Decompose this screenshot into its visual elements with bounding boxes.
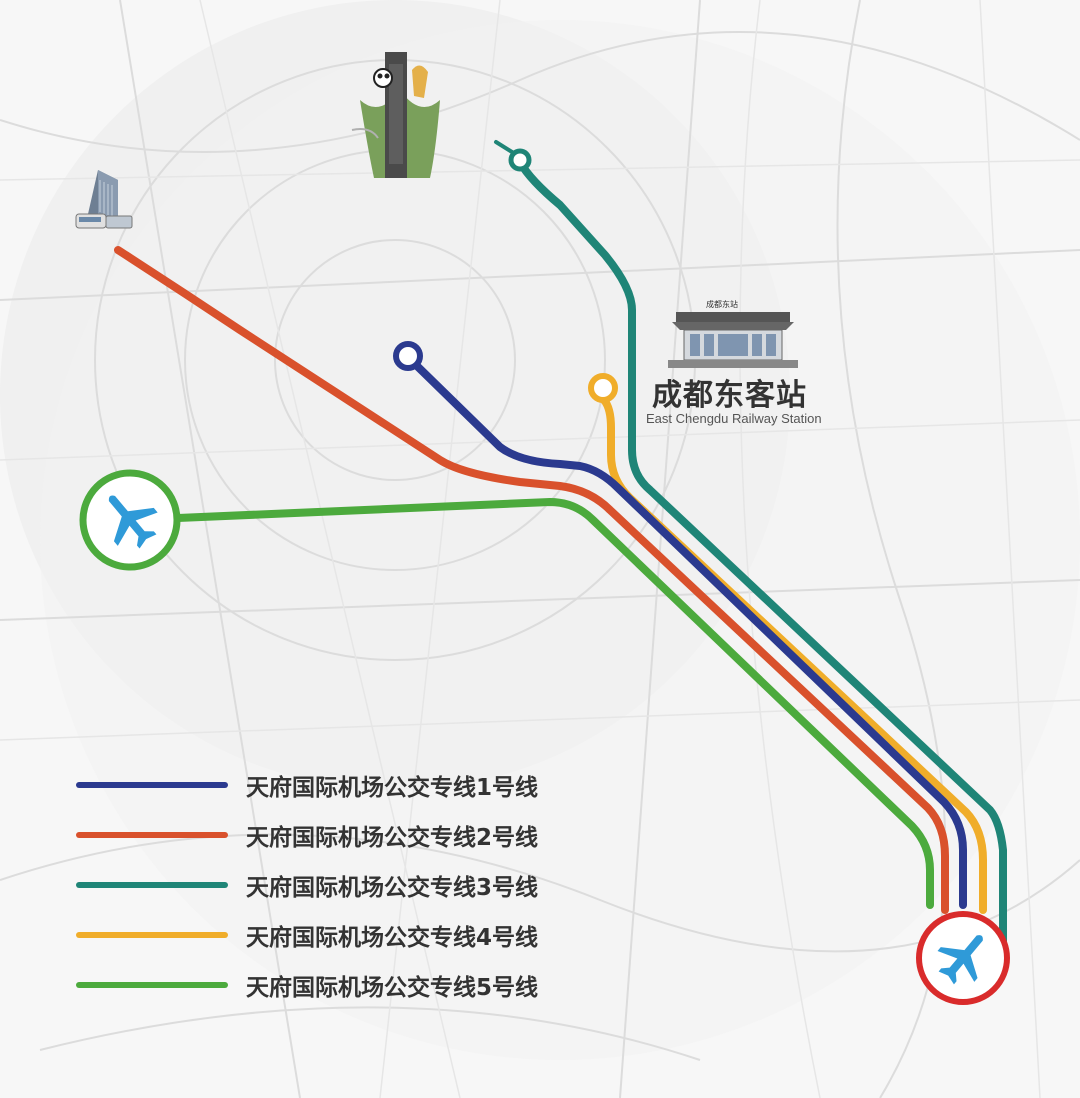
legend-swatch-line3 <box>76 882 228 888</box>
panda-tower-icon <box>351 52 440 178</box>
railway-station-icon: 成都东站 <box>668 299 798 368</box>
station-name-en: East Chengdu Railway Station <box>646 411 822 426</box>
line4-terminal <box>588 373 618 403</box>
metro-area-circle <box>40 20 1080 1060</box>
legend-label-line1: 天府国际机场公交专线1号线 <box>246 775 539 801</box>
airport-tianfu <box>916 911 1010 1005</box>
legend-label-line2: 天府国际机场公交专线2号线 <box>246 825 539 851</box>
line1-terminal <box>393 341 423 371</box>
legend-item-line2: 天府国际机场公交专线2号线 <box>74 812 634 862</box>
legend-label-line4: 天府国际机场公交专线4号线 <box>246 925 539 951</box>
plane-icon <box>937 935 983 985</box>
office-tower-bus-icon <box>75 170 133 229</box>
legend-label-line5: 天府国际机场公交专线5号线 <box>246 975 539 1001</box>
line3-terminal <box>508 148 532 172</box>
legend-swatch-line5 <box>76 982 228 988</box>
legend-swatch-line2 <box>76 832 228 838</box>
legend-label-line3: 天府国际机场公交专线3号线 <box>246 875 539 901</box>
route-line-4 <box>600 396 987 914</box>
legend-item-line4: 天府国际机场公交专线4号线 <box>74 912 634 962</box>
legend-item-line3: 天府国际机场公交专线3号线 <box>74 862 634 912</box>
plane-icon <box>108 495 158 549</box>
station-sign: 成都东站 <box>706 299 738 309</box>
route-line-5 <box>174 498 934 909</box>
airport-west <box>79 469 181 571</box>
legend-item-line1: 天府国际机场公交专线1号线 <box>74 762 634 812</box>
line3-stub <box>494 140 514 154</box>
route-line-2 <box>114 246 949 914</box>
legend-swatch-line1 <box>76 782 228 788</box>
route-line-3 <box>516 158 1007 946</box>
route-lines <box>114 158 1007 946</box>
route-line-1 <box>411 360 967 909</box>
legend: 天府国际机场公交专线1号线 天府国际机场公交专线2号线 天府国际机场公交专线3号… <box>74 762 634 1012</box>
legend-swatch-line4 <box>76 932 228 938</box>
station-name-cn: 成都东客站 <box>652 378 807 413</box>
legend-item-line5: 天府国际机场公交专线5号线 <box>74 962 634 1012</box>
